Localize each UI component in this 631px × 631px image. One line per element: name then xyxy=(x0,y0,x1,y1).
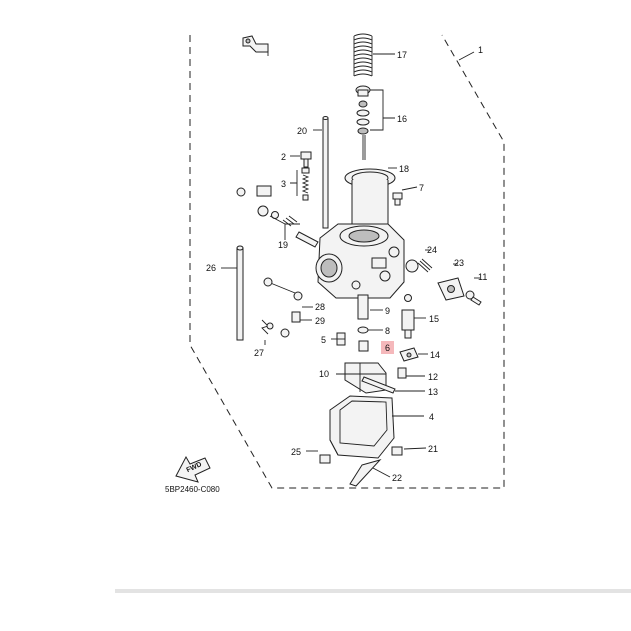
spring-part-17 xyxy=(353,33,373,77)
callout-18: 18 xyxy=(399,164,409,174)
callout-20: 20 xyxy=(297,126,307,136)
callout-9: 9 xyxy=(385,306,390,316)
callout-12: 12 xyxy=(428,372,438,382)
callout-8: 8 xyxy=(385,326,390,336)
callout-11: 11 xyxy=(478,272,487,282)
callout-14: 14 xyxy=(430,350,440,360)
pin-part-13 xyxy=(361,376,396,394)
callout-15: 15 xyxy=(429,314,439,324)
fwd-arrow-icon xyxy=(175,455,211,483)
callout-27: 27 xyxy=(254,348,264,358)
screw-spring-part-3 xyxy=(301,167,310,201)
jet-part-6 xyxy=(358,340,369,352)
drain-part-22 xyxy=(349,459,382,487)
screw-part-29 xyxy=(291,311,301,323)
callout-2: 2 xyxy=(281,152,286,162)
callout-22: 22 xyxy=(392,473,402,483)
callout-10: 10 xyxy=(319,369,329,379)
carburetor-body xyxy=(315,223,405,299)
diaphragm-part-18 xyxy=(344,168,396,229)
jet-part-9 xyxy=(357,294,369,320)
callout-25: 25 xyxy=(291,447,301,457)
callout-29: 29 xyxy=(315,316,325,326)
rod-part-26 xyxy=(236,245,244,341)
screw-part-12 xyxy=(397,367,407,379)
callout-labels: 1 17 16 20 2 18 3 7 19 24 23 26 11 28 9 … xyxy=(206,45,487,483)
pilot-screw-cluster xyxy=(236,185,319,248)
screw-part-24 xyxy=(405,258,433,273)
lever-part-23 xyxy=(437,277,465,301)
callout-4: 4 xyxy=(429,412,434,422)
assembly-outline xyxy=(189,34,505,489)
leader-lines xyxy=(221,51,480,478)
callout-21: 21 xyxy=(428,444,438,454)
callout-1: 1 xyxy=(478,45,483,55)
callout-7: 7 xyxy=(419,183,424,193)
callout-24: 24 xyxy=(427,245,437,255)
rod-part-20 xyxy=(322,116,329,229)
float-valve-part-15 xyxy=(401,294,415,339)
jet-part-8 xyxy=(357,326,369,334)
callout-16: 16 xyxy=(397,114,407,124)
screw-part-27 xyxy=(261,319,290,338)
needle-set-part-16 xyxy=(355,85,371,160)
callout-5: 5 xyxy=(321,335,326,345)
callout-17: 17 xyxy=(397,50,407,60)
callout-26: 26 xyxy=(206,263,216,273)
link-part-28 xyxy=(263,277,303,301)
screw-part-7 xyxy=(392,192,403,206)
callout-19: 19 xyxy=(278,240,288,250)
highlight-part-6 xyxy=(381,341,394,354)
screw-part-21 xyxy=(391,446,403,456)
callout-13: 13 xyxy=(428,387,438,397)
clip-part-14 xyxy=(399,347,419,362)
callout-23: 23 xyxy=(454,258,464,268)
bottom-divider xyxy=(115,589,631,593)
screw-part-25 xyxy=(319,454,331,464)
screw-part-11 xyxy=(465,290,482,306)
float-bowl-part-4 xyxy=(329,395,395,459)
callout-6: 6 xyxy=(385,343,390,353)
diagram-code: 5BP2460-C080 xyxy=(165,485,220,494)
callout-28: 28 xyxy=(315,302,325,312)
screw-part-2 xyxy=(300,151,312,168)
bracket-part xyxy=(242,35,269,53)
callout-3: 3 xyxy=(281,179,286,189)
